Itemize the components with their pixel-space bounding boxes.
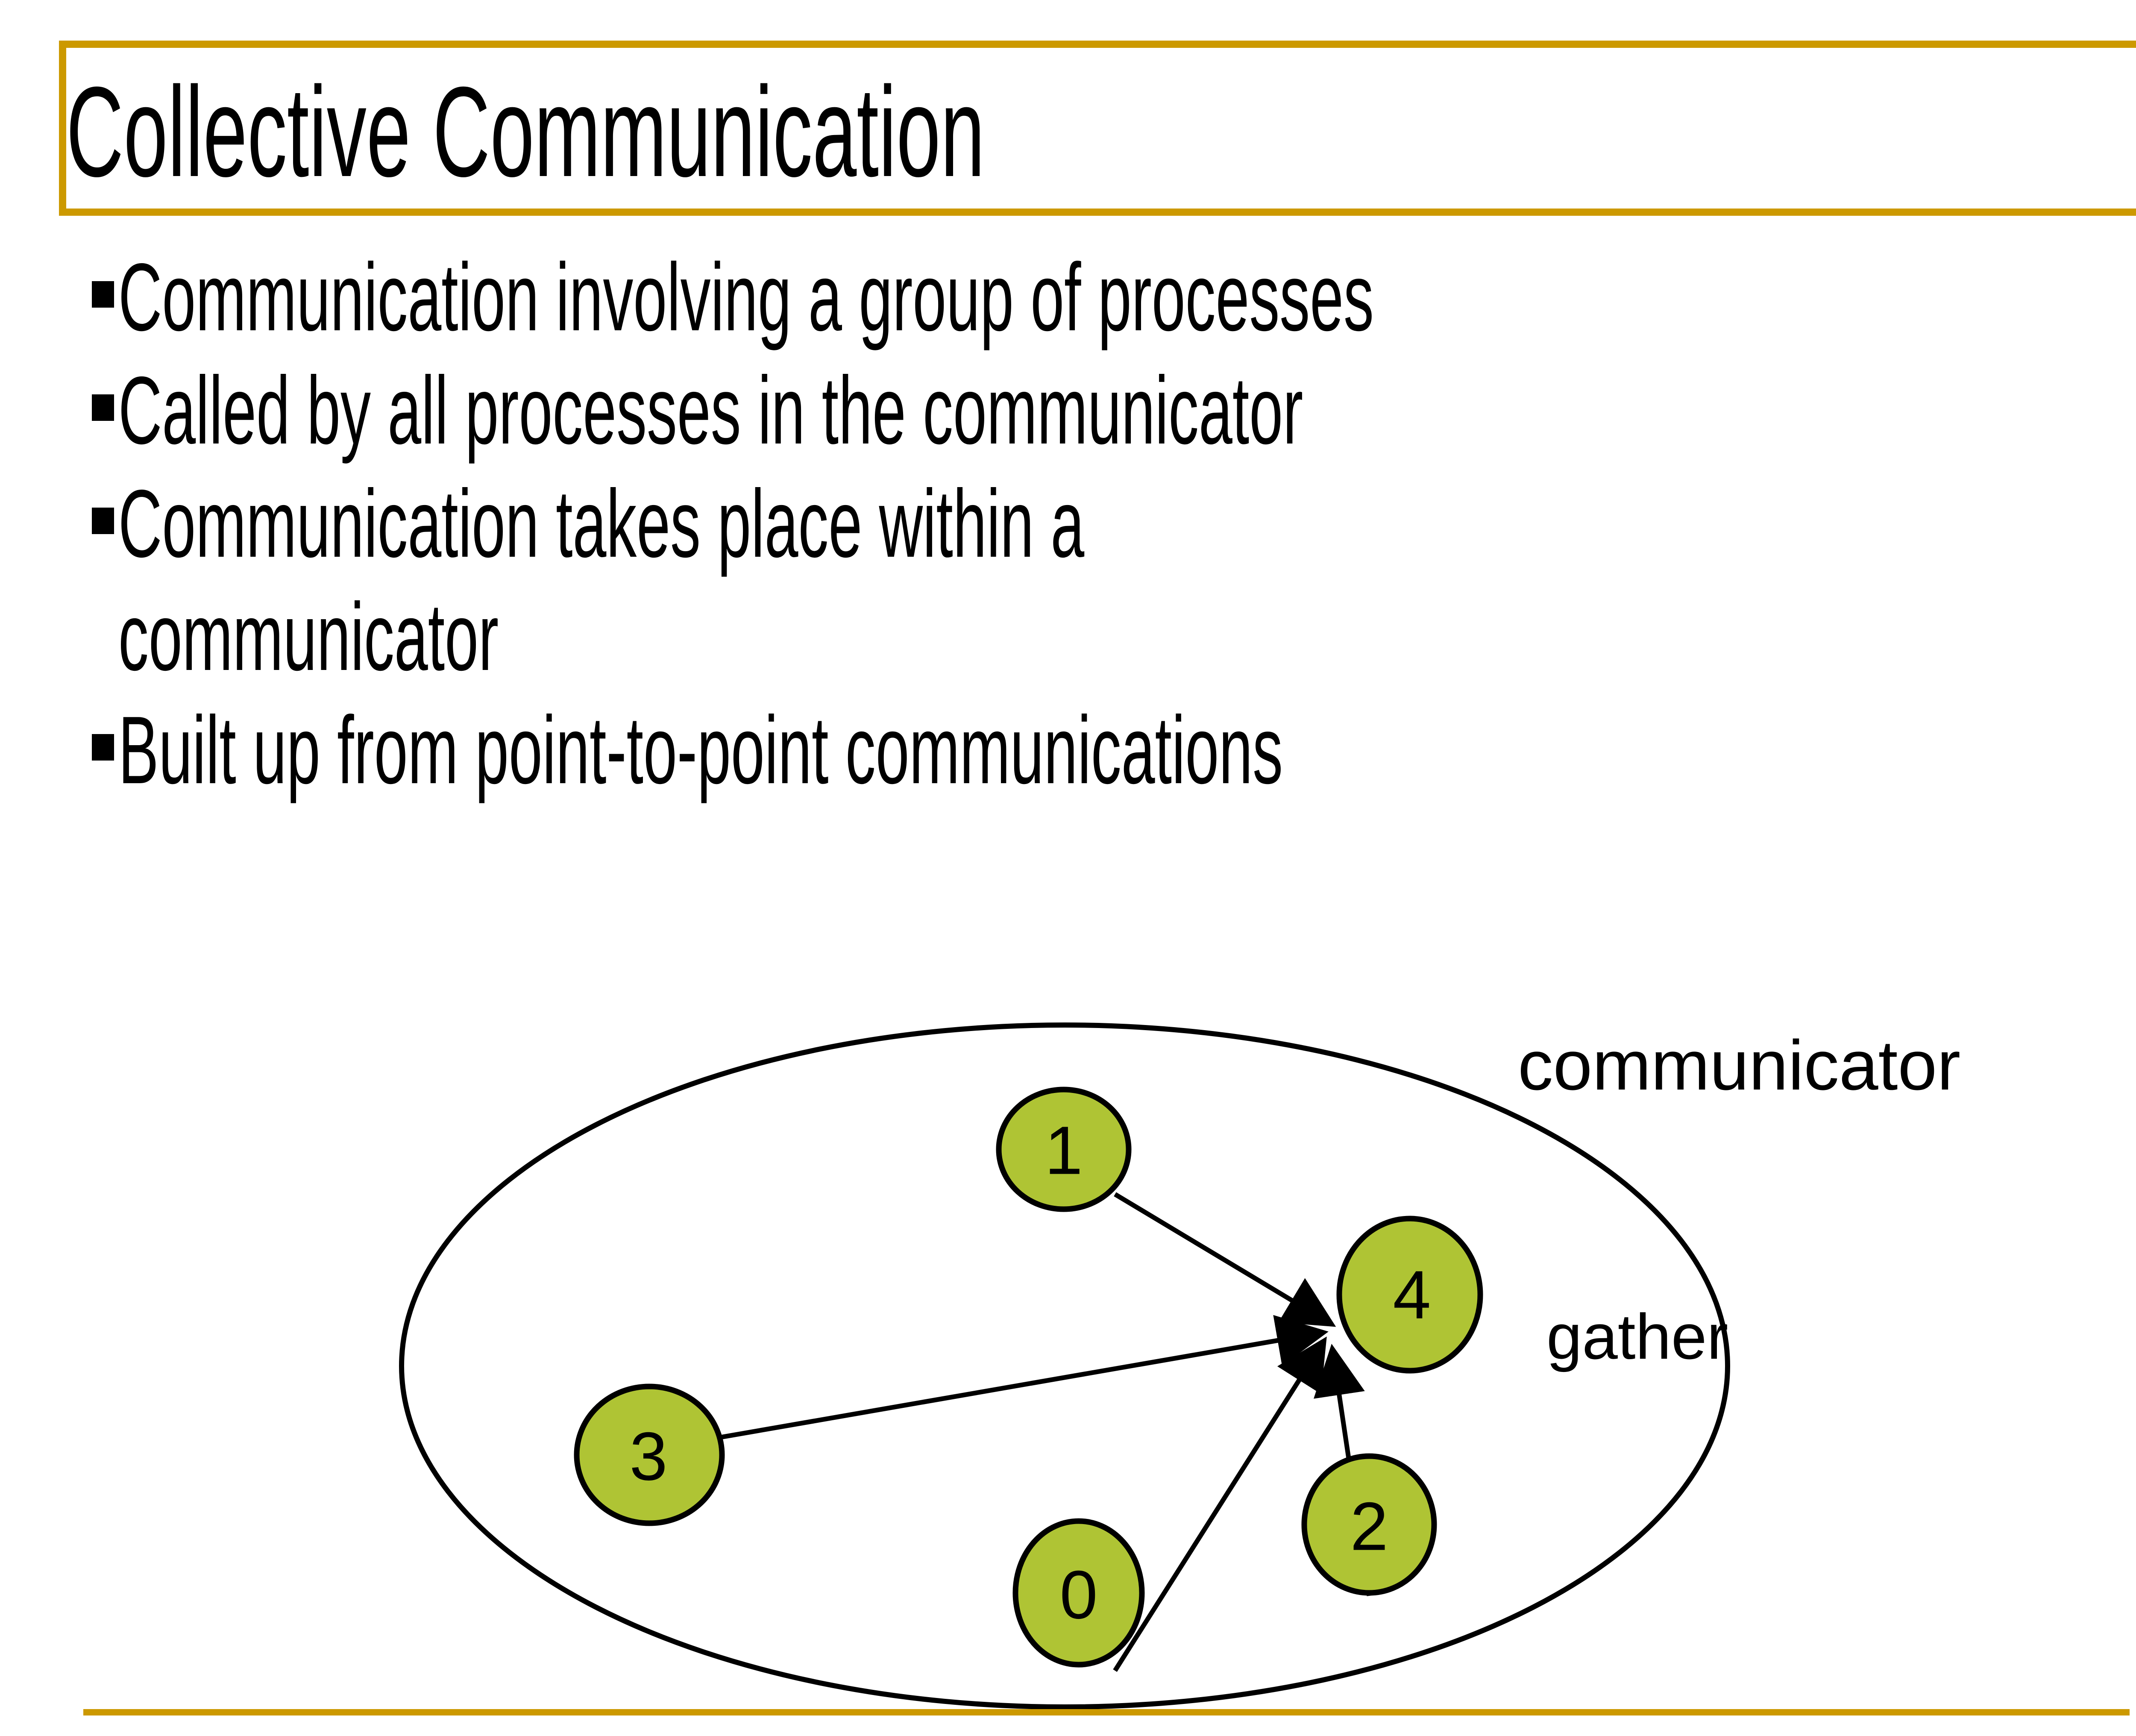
edge-1-to-4 [1114,1192,1336,1327]
gather-diagram: 1 4 3 2 0 communicator gather [0,983,2136,1736]
process-node-1: 1 [996,1087,1132,1212]
process-node-label: 3 [630,1418,668,1495]
list-item-continuation: communicator [92,583,2136,696]
process-node-0: 0 [1012,1518,1145,1668]
process-node-4: 4 [1336,1216,1483,1374]
process-node-3: 3 [574,1384,725,1526]
square-bullet-icon [92,281,118,308]
list-item-label: Called by all processes in the communica… [118,356,1303,464]
footer-accent-bar [83,1709,2130,1715]
process-node-label: 2 [1350,1488,1388,1565]
process-node-2: 2 [1301,1453,1437,1596]
process-node-label: 1 [1045,1112,1083,1189]
process-node-label: 4 [1393,1257,1431,1333]
edge-3-to-4 [717,1315,1329,1440]
list-item-label: Built up from point-to-point communicati… [118,696,1283,804]
list-item: Built up from point-to-point communicati… [92,696,2136,810]
square-bullet-icon [92,394,118,421]
list-item-label: communicator [118,583,499,690]
process-node-label: 0 [1060,1557,1098,1633]
list-item-label: Communication takes place within a [118,470,1085,577]
title-box [59,41,2136,216]
square-bullet-icon [92,508,118,534]
square-bullet-icon [92,734,118,761]
communicator-label-text: communicator [1518,1026,1960,1104]
bullet-list: Communication involving a group of proce… [92,244,2136,810]
list-item: Communication takes place within a [92,470,2136,583]
list-item: Called by all processes in the communica… [92,357,2136,470]
page-title: Collective Communication [66,60,985,203]
communicator-boundary [399,1022,1730,1710]
edge-0-to-4 [1113,1336,1327,1672]
gather-label: gather [1546,1301,1728,1372]
bullet-spacer [92,621,118,647]
list-item: Communication involving a group of proce… [92,244,2136,357]
list-item-label: Communication involving a group of proce… [118,243,1374,351]
